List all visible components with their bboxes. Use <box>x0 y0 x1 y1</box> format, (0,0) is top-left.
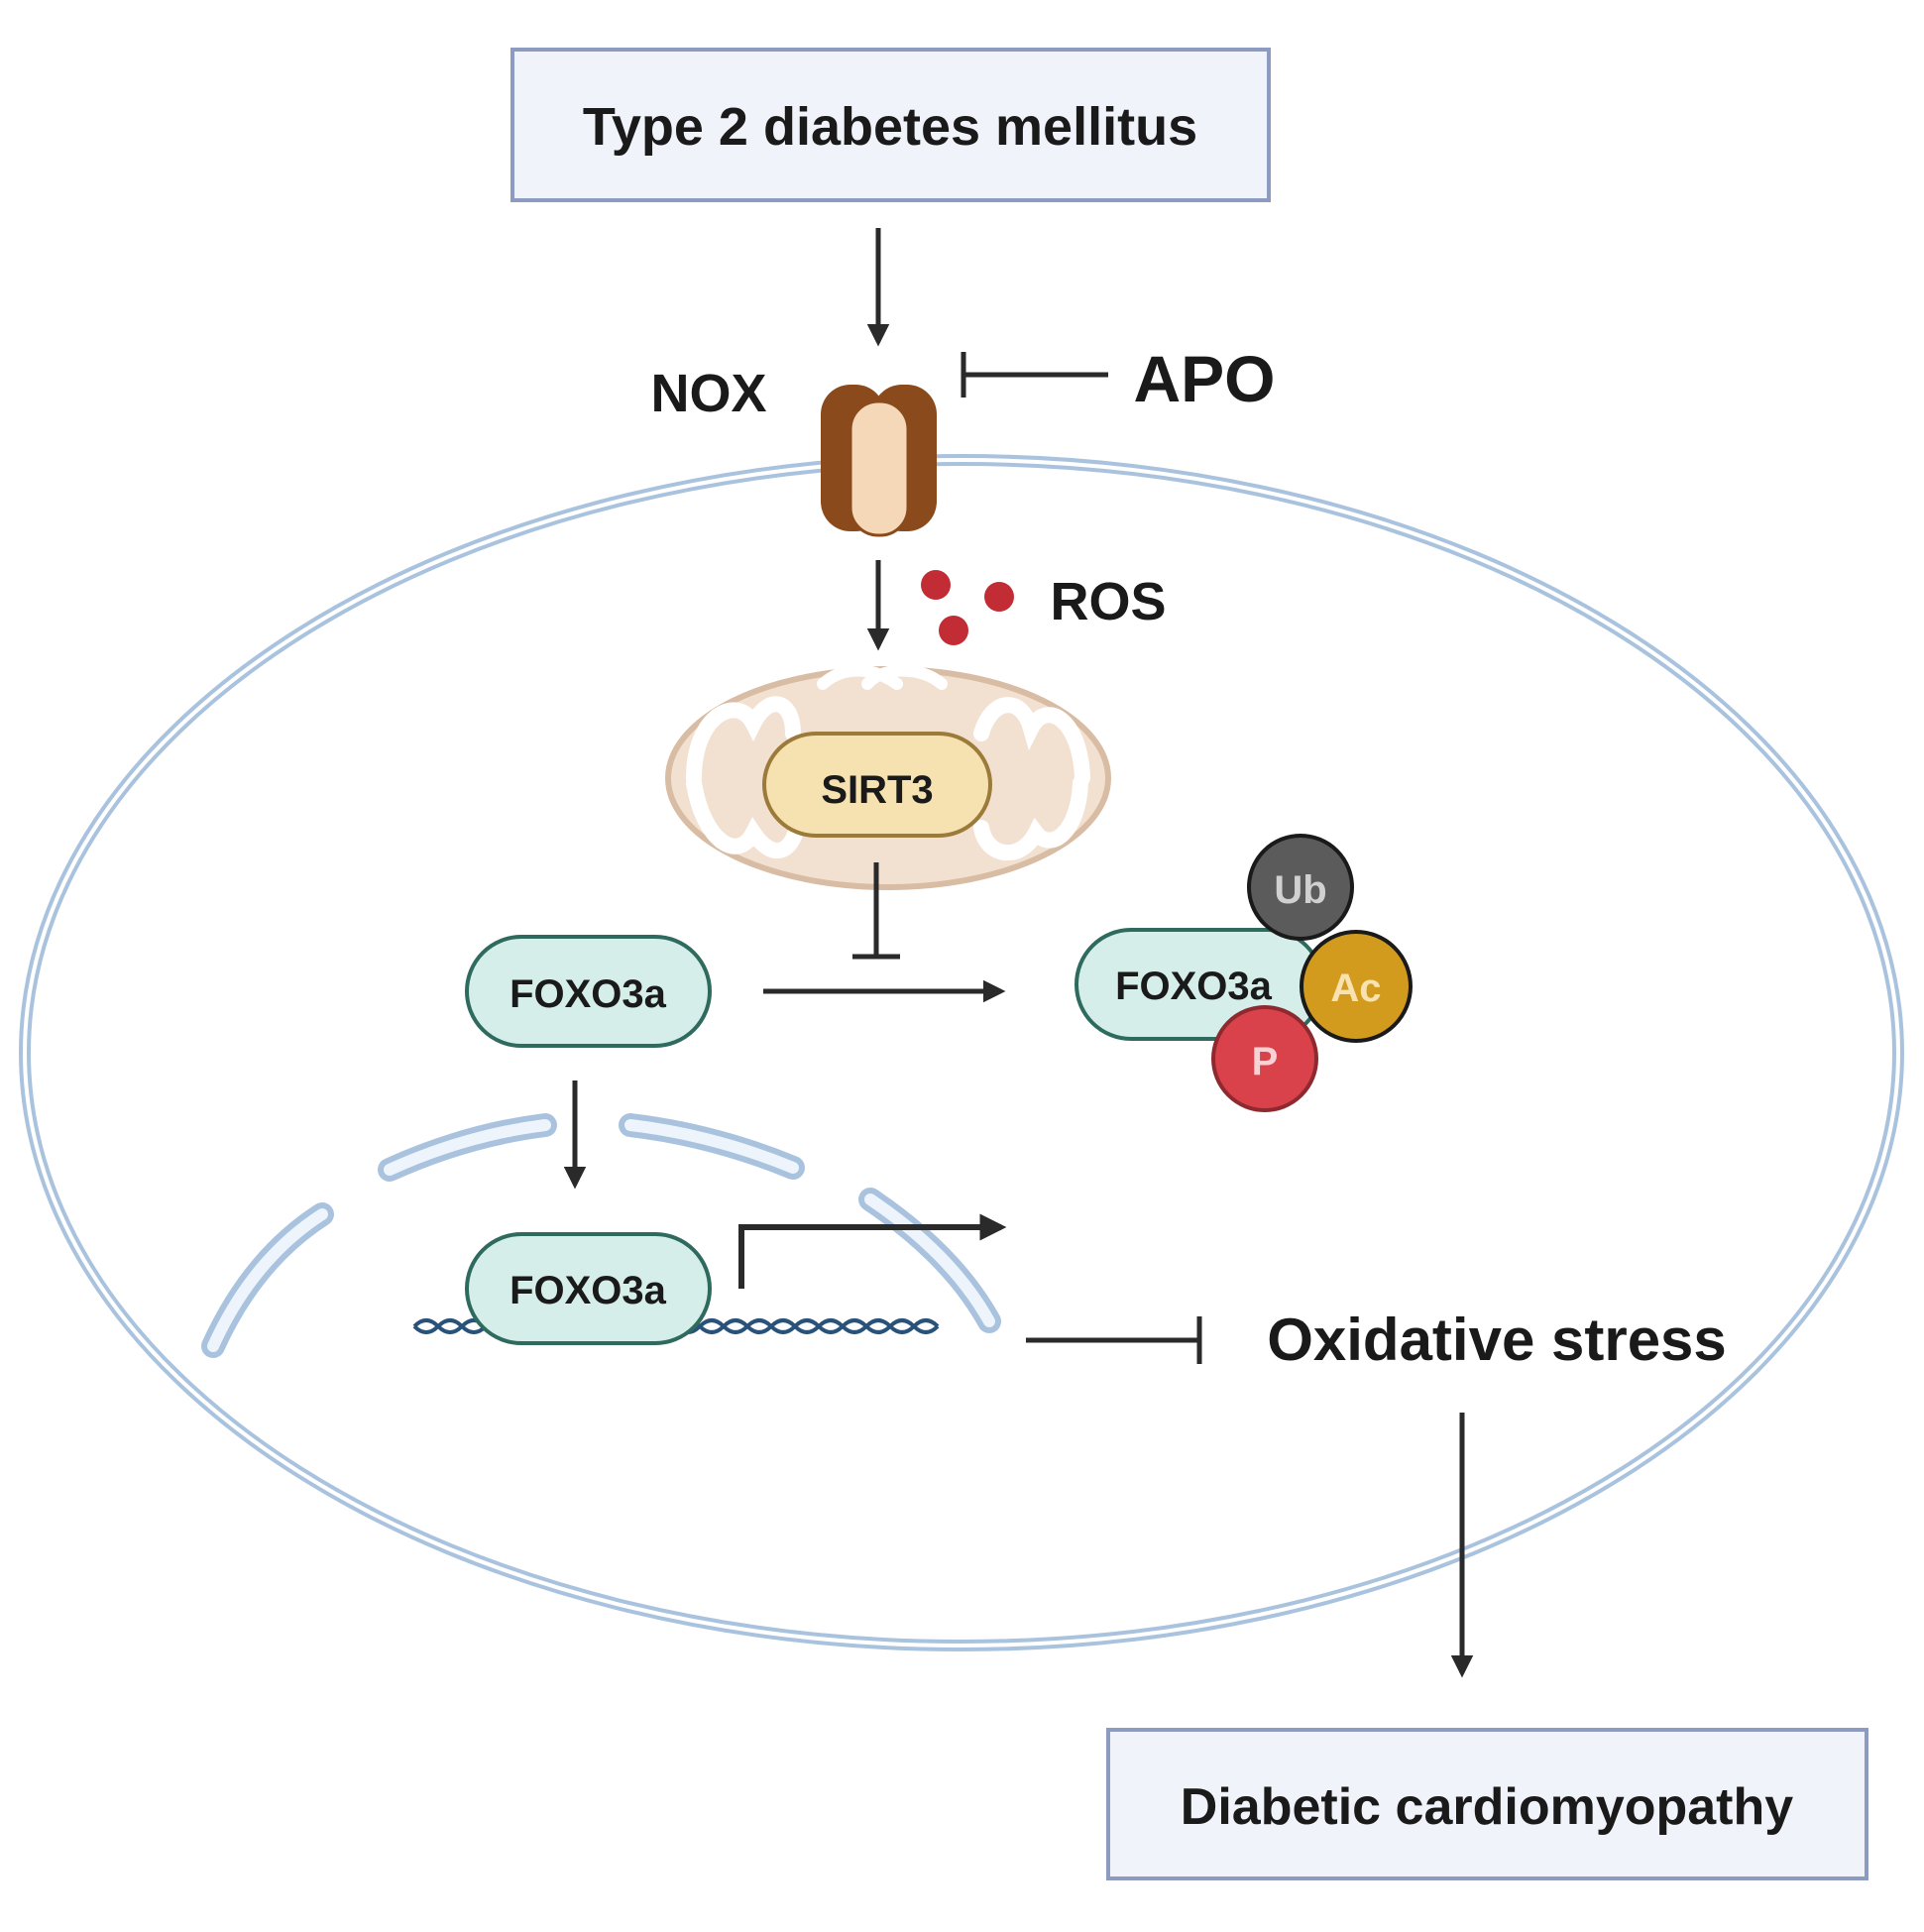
foxo3a-cytoplasm-label: FOXO3a <box>509 972 667 1016</box>
apo-label: APO <box>1133 342 1275 415</box>
ub-label: Ub <box>1274 868 1326 912</box>
ros-label: ROS <box>1050 572 1166 631</box>
foxo3a-modified-complex: FOXO3a Ub Ac P <box>1075 834 1413 1112</box>
nox-label: NOX <box>650 364 766 423</box>
apo-inhibition <box>961 352 1108 398</box>
foxo3a-nucleus-node: FOXO3a <box>465 1232 712 1345</box>
nox-channel-icon <box>821 385 937 537</box>
foxo3a-cytoplasm-node: FOXO3a <box>465 935 712 1048</box>
oxidative-stress-label: Oxidative stress <box>1267 1307 1727 1373</box>
ac-label: Ac <box>1330 966 1381 1010</box>
ubiquitin-badge: Ub <box>1247 834 1354 941</box>
p-label: P <box>1252 1040 1279 1083</box>
foxo3a-modified-label: FOXO3a <box>1115 965 1273 1008</box>
transcription-arrow <box>738 1213 1007 1289</box>
ros-icon <box>921 570 1014 645</box>
oxidative-stress-inhibition <box>1026 1316 1202 1364</box>
nuclear-envelope <box>201 1113 1001 1358</box>
phospho-badge: P <box>1211 1005 1318 1112</box>
sirt3-inhibition <box>852 862 900 960</box>
diabetic-cardiomyopathy-box: Diabetic cardiomyopathy <box>1106 1728 1868 1880</box>
cell-membrane <box>19 454 1904 1651</box>
sirt3-label: SIRT3 <box>821 768 933 812</box>
foxo3a-nucleus-label: FOXO3a <box>509 1269 667 1312</box>
type2-diabetes-box: Type 2 diabetes mellitus <box>510 48 1271 202</box>
type2-diabetes-label: Type 2 diabetes mellitus <box>583 97 1197 157</box>
sirt3-node: SIRT3 <box>762 732 992 838</box>
acetyl-badge: Ac <box>1300 930 1413 1043</box>
diabetic-cardiomyopathy-label: Diabetic cardiomyopathy <box>1181 1778 1793 1836</box>
